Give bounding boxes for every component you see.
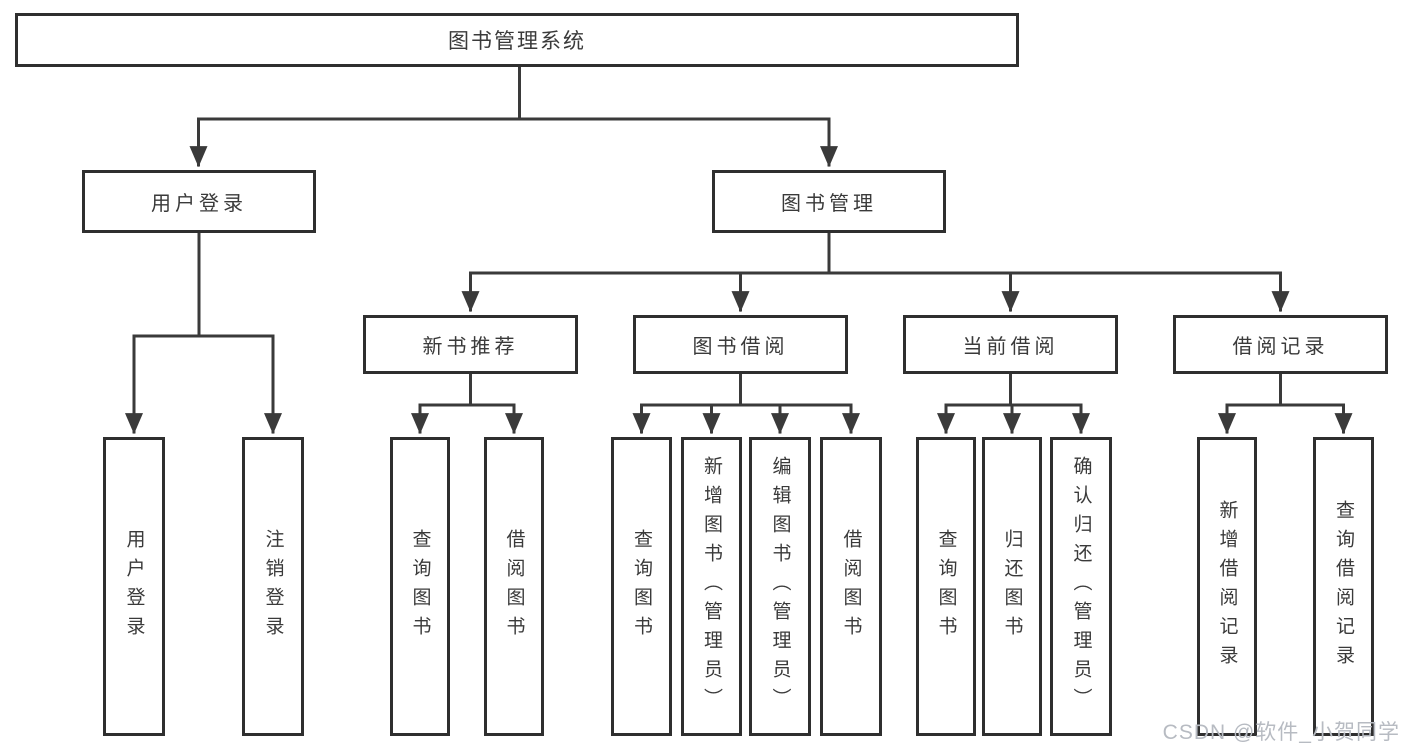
leaf-query-books-3: 查询图书 xyxy=(916,437,976,736)
node-new-book-recommend: 新书推荐 xyxy=(363,315,578,374)
leaf-add-borrow-record: 新增借阅记录 xyxy=(1197,437,1257,736)
leaf-edit-book-admin: 编辑图书（管理员） xyxy=(749,437,811,736)
node-current-borrow: 当前借阅 xyxy=(903,315,1118,374)
node-borrow-records: 借阅记录 xyxy=(1173,315,1388,374)
node-user-login: 用户登录 xyxy=(82,170,316,233)
leaf-borrow-books-2: 借阅图书 xyxy=(820,437,882,736)
leaf-query-borrow-record: 查询借阅记录 xyxy=(1313,437,1374,736)
node-book-borrow: 图书借阅 xyxy=(633,315,848,374)
leaf-query-books-1: 查询图书 xyxy=(390,437,450,736)
leaf-return-book: 归还图书 xyxy=(982,437,1042,736)
leaf-user-login: 用户登录 xyxy=(103,437,165,736)
leaf-query-books-2: 查询图书 xyxy=(611,437,672,736)
leaf-logout: 注销登录 xyxy=(242,437,304,736)
node-library-management-system: 图书管理系统 xyxy=(15,13,1019,67)
leaf-confirm-return-admin: 确认归还（管理员） xyxy=(1050,437,1112,736)
leaf-add-book-admin: 新增图书（管理员） xyxy=(681,437,742,736)
leaf-borrow-books-1: 借阅图书 xyxy=(484,437,544,736)
node-book-management: 图书管理 xyxy=(712,170,946,233)
